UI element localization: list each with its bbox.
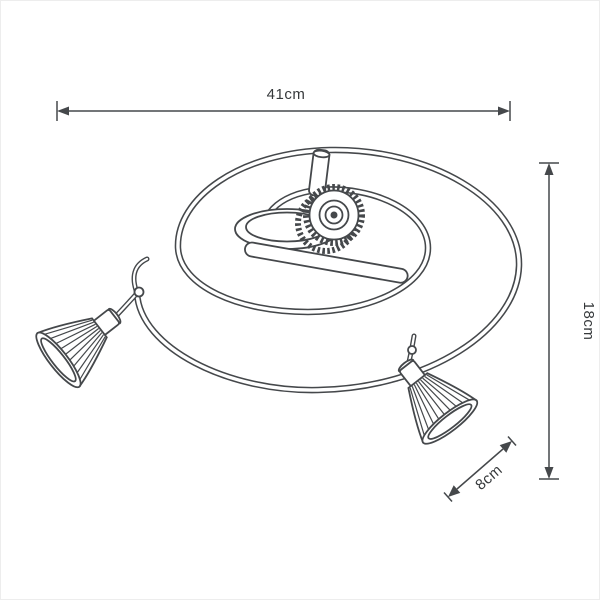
center-spotlight-knob: [295, 184, 365, 254]
arrowhead-top: [544, 163, 554, 175]
dimension-line: [456, 448, 504, 490]
left-spotlight: [29, 256, 150, 394]
spiral-arm: [133, 146, 523, 394]
dimension-width: 41cm: [56, 86, 511, 121]
width-label: 41cm: [267, 86, 306, 103]
left-pivot-joint: [133, 286, 145, 298]
height-label: 18cm: [580, 302, 597, 341]
cross-bar: [244, 241, 409, 284]
knurl-ring: [303, 184, 365, 246]
arrowhead-lower: [448, 485, 461, 497]
knob-center: [330, 211, 338, 219]
spotlight-fixture: [29, 146, 523, 451]
arrowhead-bottom: [544, 467, 554, 479]
arrowhead-right: [498, 106, 510, 116]
right-spotlight: [376, 333, 484, 451]
right-pivot-joint: [407, 345, 417, 355]
arrowhead-left: [57, 106, 69, 116]
dimension-height: 18cm: [539, 162, 597, 480]
arrowhead-upper: [499, 441, 512, 453]
